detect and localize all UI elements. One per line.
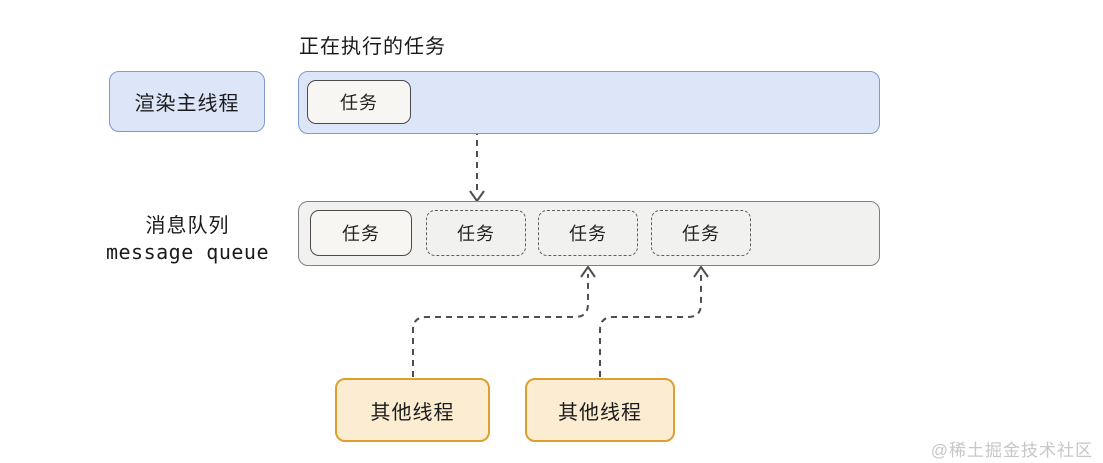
queue-task-label: 任务: [457, 224, 495, 244]
queue-task-box: 任务: [310, 210, 412, 256]
queue-task-label: 任务: [569, 224, 607, 244]
queue-task-label: 任务: [682, 224, 720, 244]
message-queue-label-zh: 消息队列: [145, 215, 230, 237]
arrowhead-down: [469, 190, 485, 203]
queue-task-box-pending: 任务: [538, 210, 638, 256]
other-thread-box-left: 其他线程: [335, 378, 490, 442]
executing-task-label: 任务: [340, 93, 378, 113]
connector-left-thread-to-queue: [412, 274, 589, 377]
render-main-thread-box: 渲染主线程: [109, 71, 265, 132]
message-queue-label-en: message queue: [105, 240, 270, 264]
connector-right-thread-to-queue: [599, 274, 702, 377]
other-thread-label: 其他线程: [558, 401, 642, 424]
executing-task-box: 任务: [307, 80, 411, 124]
message-queue-label: 消息队列 message queue: [85, 213, 290, 265]
queue-task-label: 任务: [342, 224, 380, 244]
executing-track: 任务: [298, 71, 880, 134]
other-thread-box-right: 其他线程: [525, 378, 675, 442]
message-queue-bar: 任务 任务 任务 任务: [298, 201, 880, 266]
watermark-text: @稀土掘金技术社区: [930, 441, 1093, 460]
render-main-thread-label: 渲染主线程: [134, 93, 240, 115]
executing-task-title: 正在执行的任务: [299, 36, 446, 58]
other-thread-label: 其他线程: [370, 401, 455, 424]
queue-task-box-pending: 任务: [426, 210, 526, 256]
queue-task-box-pending: 任务: [651, 210, 751, 256]
arrowhead-up-left: [580, 265, 596, 278]
arrowhead-up-right: [693, 265, 709, 278]
